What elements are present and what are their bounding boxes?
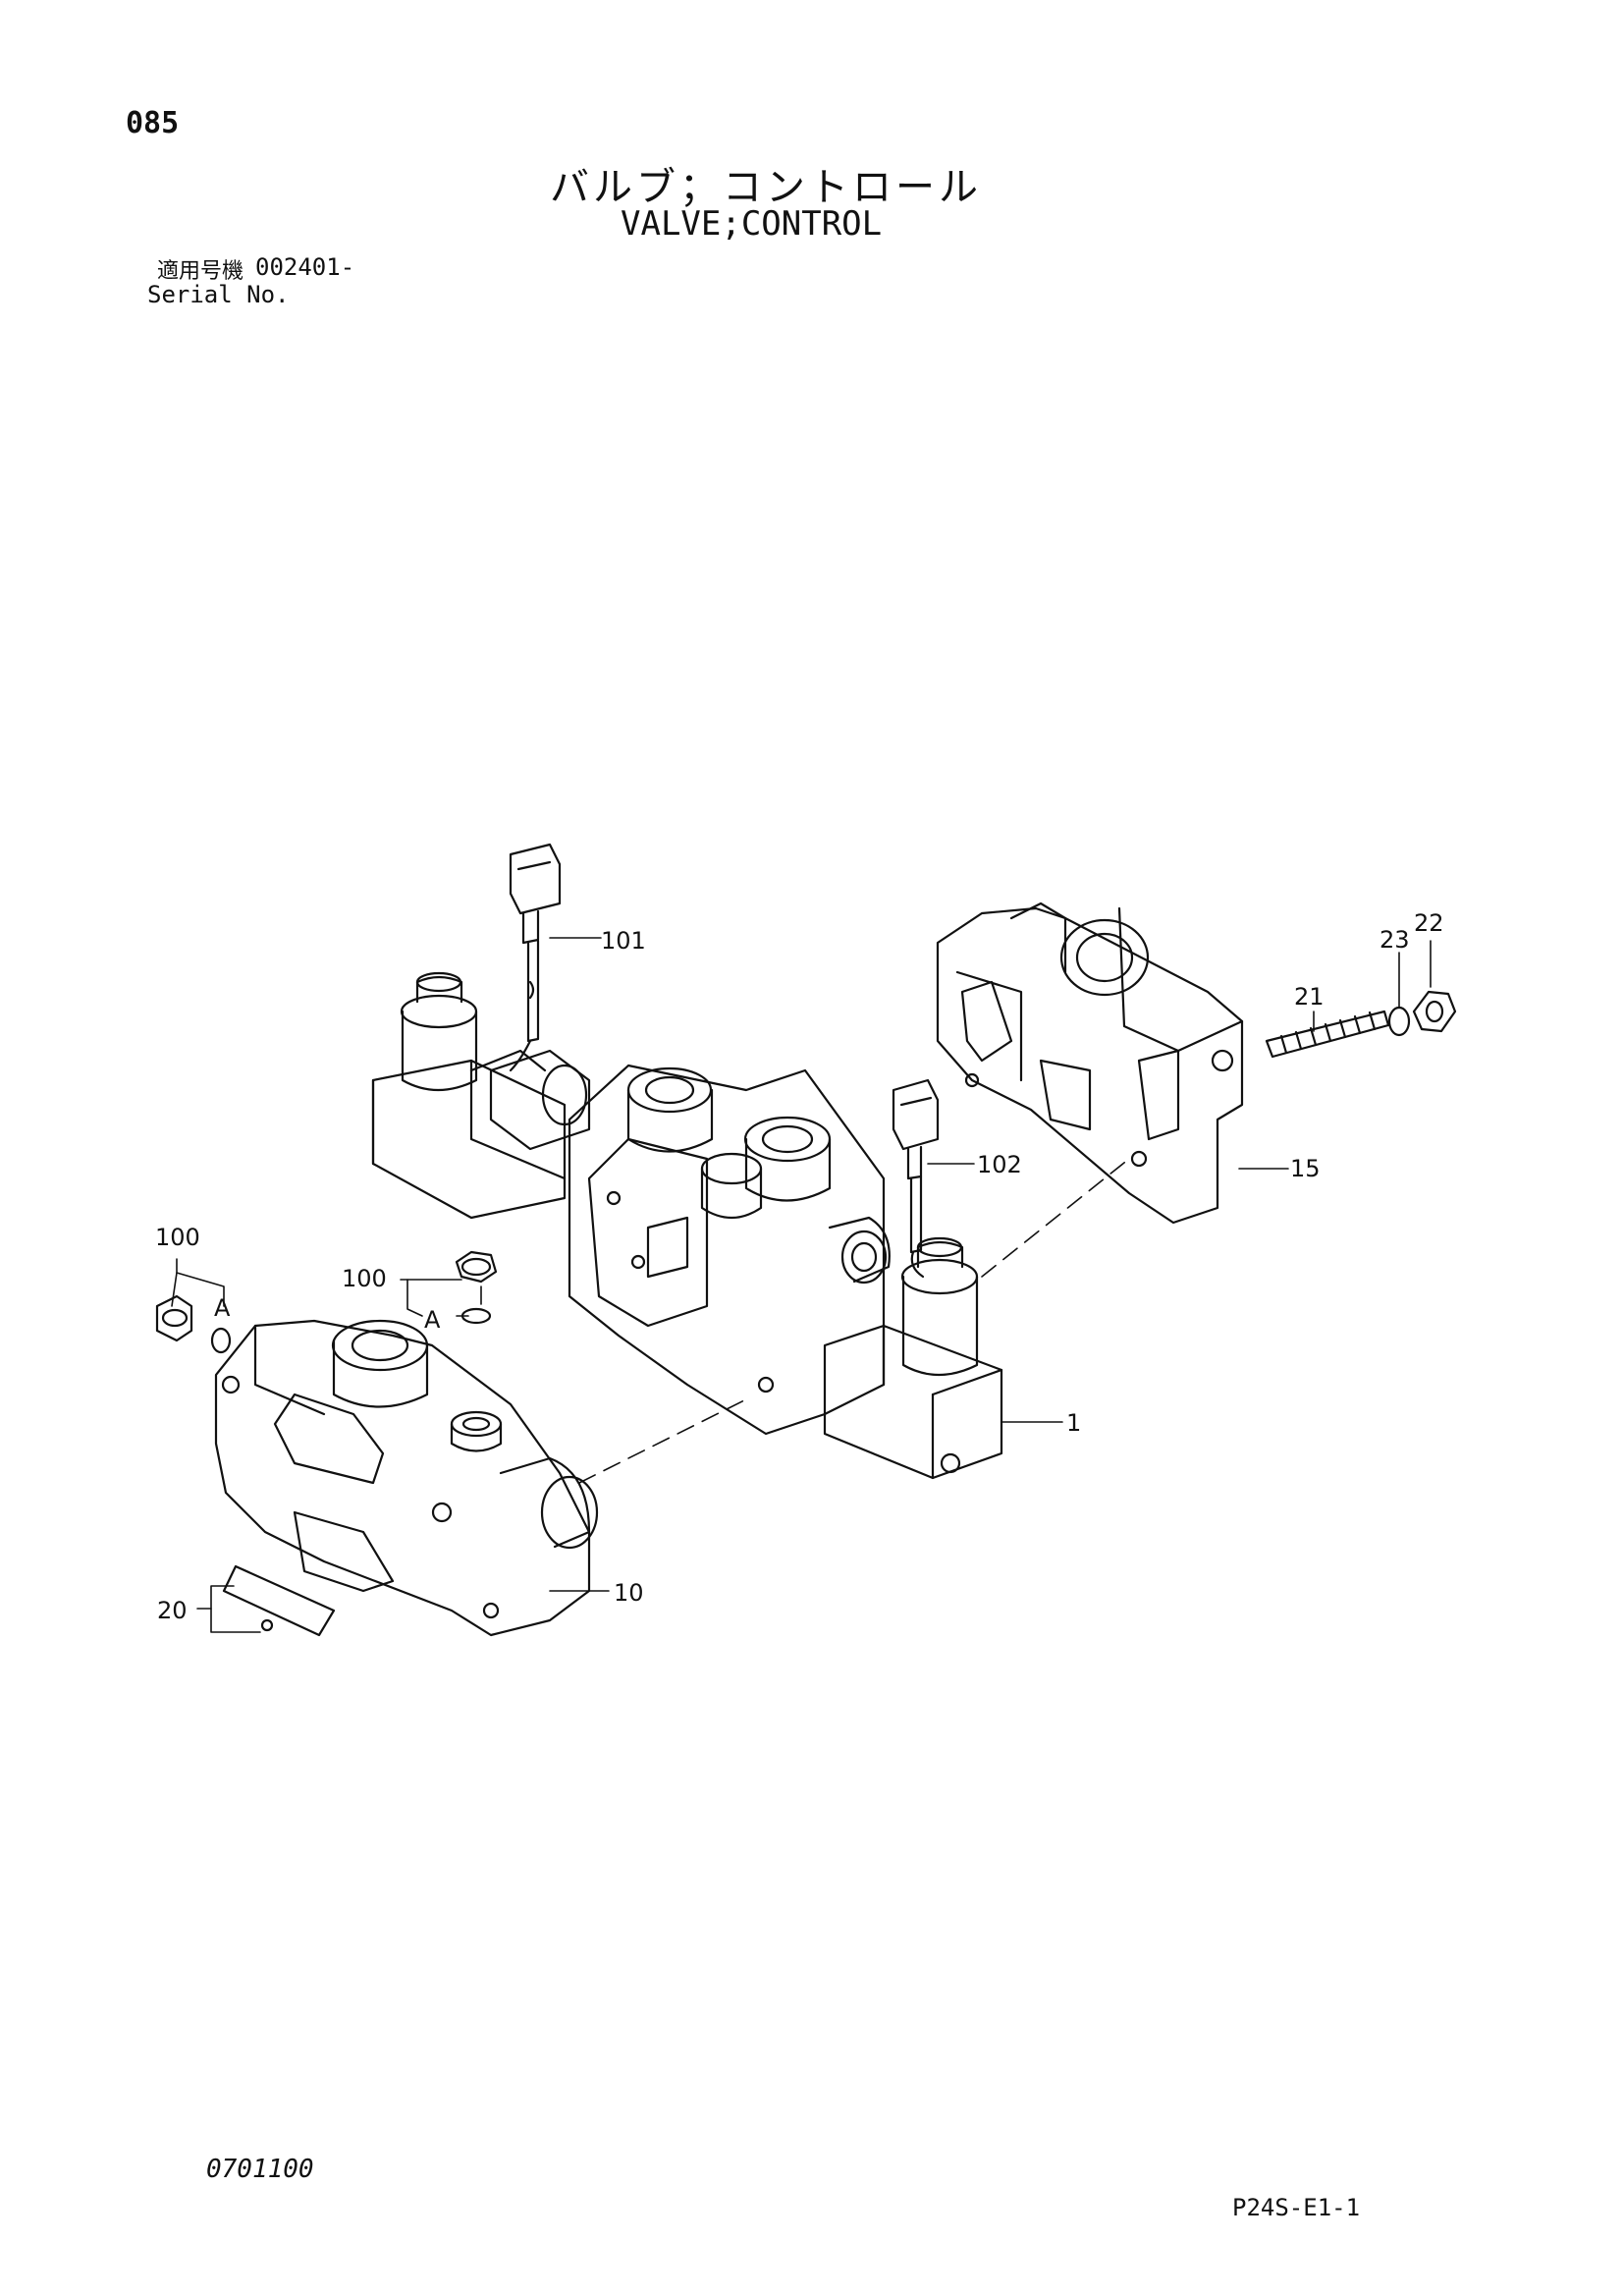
callout-21: 21 [1294,983,1325,1011]
inlet-section [214,1319,599,1637]
callout-15: 15 [1290,1155,1321,1182]
callout-a-left: A [214,1294,231,1322]
callout-labels: 101 102 15 1 10 21 23 22 100 100 20 A A [155,909,1444,1624]
callout-23: 23 [1380,926,1410,954]
leader-lines [171,937,1432,1633]
lock-washer [1387,1006,1411,1037]
stud-bolt [1265,1010,1390,1059]
callout-22: 22 [1414,909,1444,937]
connector-101 [509,843,562,1072]
callout-102: 102 [977,1151,1022,1178]
end-cover [936,902,1244,1225]
connector-102 [892,1078,940,1279]
callout-100-mid: 100 [342,1265,387,1292]
hex-nut [1412,990,1457,1033]
name-plate [222,1564,336,1637]
assembly-lines [480,1158,1130,1484]
page-number: 085 [126,106,180,140]
main-valve-body [371,971,1003,1480]
plug-left [155,1294,232,1354]
callout-101: 101 [601,927,646,955]
title-japanese: バルブ；コントロール [550,165,982,210]
footer-page-reference: P24S-E1-1 [1232,2194,1361,2221]
title-english: VALVE;CONTROL [621,204,883,244]
serial-number-value: 002401- [255,253,355,281]
callout-100-left: 100 [155,1224,200,1251]
plug-mid [455,1250,498,1325]
callout-1: 1 [1066,1409,1081,1437]
callout-10: 10 [614,1579,644,1607]
serial-label-japanese: 適用号機 [157,259,244,284]
callout-a-mid: A [424,1306,441,1334]
serial-label-english: Serial No. [147,281,290,308]
footer-document-code: 0701100 [206,2155,314,2184]
callout-20: 20 [157,1597,188,1624]
